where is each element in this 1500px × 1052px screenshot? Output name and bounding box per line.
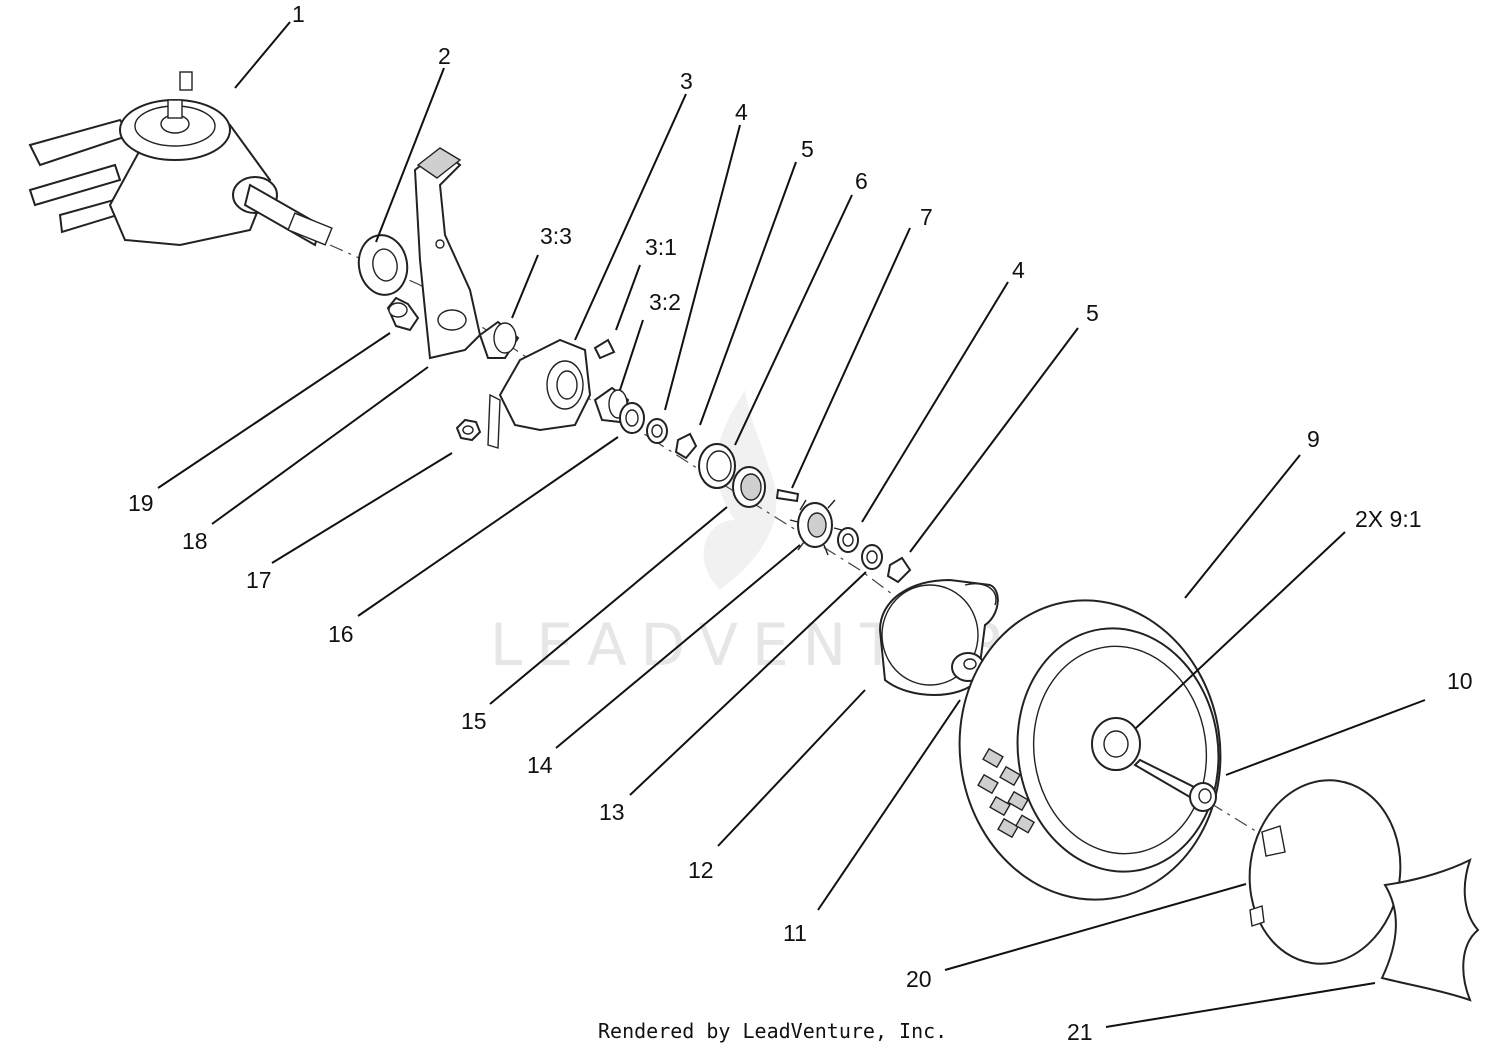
callout-3: 3 (680, 68, 693, 94)
part-10-shoulder-bolt[interactable] (1133, 758, 1217, 812)
callout-3-1: 3:1 (645, 234, 677, 260)
part-20-hub-cap[interactable] (1238, 770, 1412, 973)
callout-18: 18 (182, 528, 208, 554)
callout-20: 20 (906, 966, 932, 992)
callout-21: 21 (1067, 1019, 1093, 1045)
callout-3-2: 3:2 (649, 289, 681, 315)
part-9-wheel[interactable] (940, 583, 1239, 916)
callout-7: 7 (920, 204, 933, 230)
part-4-retaining-ring-b[interactable] (837, 527, 859, 553)
part-3-housing-plate[interactable] (487, 338, 592, 449)
tire-tread-pattern (977, 747, 1036, 839)
part-15-bearing[interactable] (732, 466, 766, 508)
part-3-3-bushing[interactable] (478, 320, 520, 359)
callout-17: 17 (246, 567, 272, 593)
part-3-1-grease-fitting[interactable] (593, 338, 616, 360)
callout-9-1: 2X 9:1 (1355, 506, 1422, 532)
callout-10: 10 (1447, 668, 1473, 694)
callout-16: 16 (328, 621, 354, 647)
part-14-pinion-gear[interactable] (789, 499, 843, 556)
callout-labels: 1 2 3 4 5 6 7 4 5 9 2X 9:1 10 3:3 3:1 3:… (128, 1, 1473, 1045)
callout-2: 2 (438, 43, 451, 69)
callout-3-3: 3:3 (540, 223, 572, 249)
part-18-bracket[interactable] (413, 147, 482, 360)
callout-5-b: 5 (1086, 300, 1099, 326)
callout-4-b: 4 (1012, 257, 1025, 283)
callout-13: 13 (599, 799, 625, 825)
part-6-seal[interactable] (698, 443, 736, 489)
callout-14: 14 (527, 752, 553, 778)
part-2-washer[interactable] (354, 231, 412, 298)
part-4-retaining-ring-a[interactable] (646, 418, 668, 444)
callout-5-a: 5 (801, 136, 814, 162)
part-16-washer[interactable] (619, 402, 645, 434)
part-19-bolt[interactable] (386, 296, 420, 332)
part-21-decal[interactable] (1380, 858, 1480, 1002)
part-5-clip-a[interactable] (674, 432, 698, 460)
part-17-nut[interactable] (455, 418, 482, 442)
callout-1: 1 (292, 1, 305, 27)
callout-9: 9 (1307, 426, 1320, 452)
render-credit: Rendered by LeadVenture, Inc. (598, 1019, 947, 1043)
callout-11: 11 (783, 920, 807, 946)
part-13-spacer[interactable] (861, 544, 883, 570)
callout-12: 12 (688, 857, 714, 883)
part-5-clip-b[interactable] (886, 556, 912, 584)
callout-19: 19 (128, 490, 154, 516)
callout-4-a: 4 (735, 99, 748, 125)
callout-15: 15 (461, 708, 487, 734)
callout-6: 6 (855, 168, 868, 194)
part-1-transmission[interactable] (28, 71, 333, 247)
part-7-key[interactable] (775, 488, 800, 503)
leader-lines (157, 21, 1426, 1028)
